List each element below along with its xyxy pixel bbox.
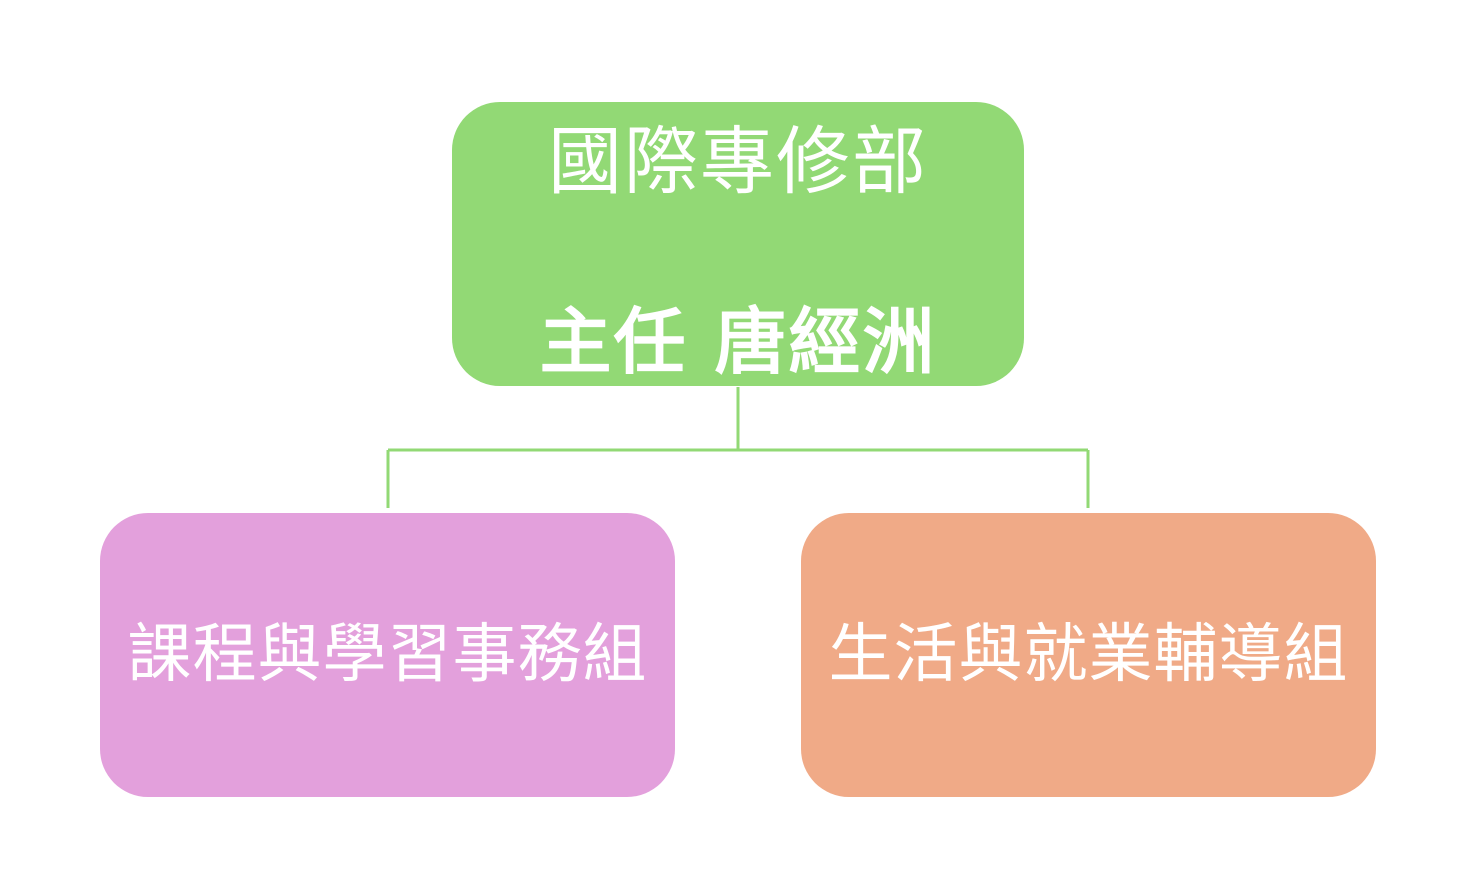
- child-node-student-life: 生活與就業輔導組: [801, 513, 1376, 797]
- child-node-student-life-label: 生活與就業輔導組: [828, 618, 1349, 692]
- root-node: 國際專修部 主任 唐經洲: [452, 102, 1024, 386]
- child-node-curriculum: 課程與學習事務組: [100, 513, 675, 797]
- root-unit-name: 國際專修部: [548, 119, 928, 205]
- root-head-title: 主任 唐經洲: [539, 300, 937, 384]
- child-node-curriculum-label: 課程與學習事務組: [127, 618, 648, 692]
